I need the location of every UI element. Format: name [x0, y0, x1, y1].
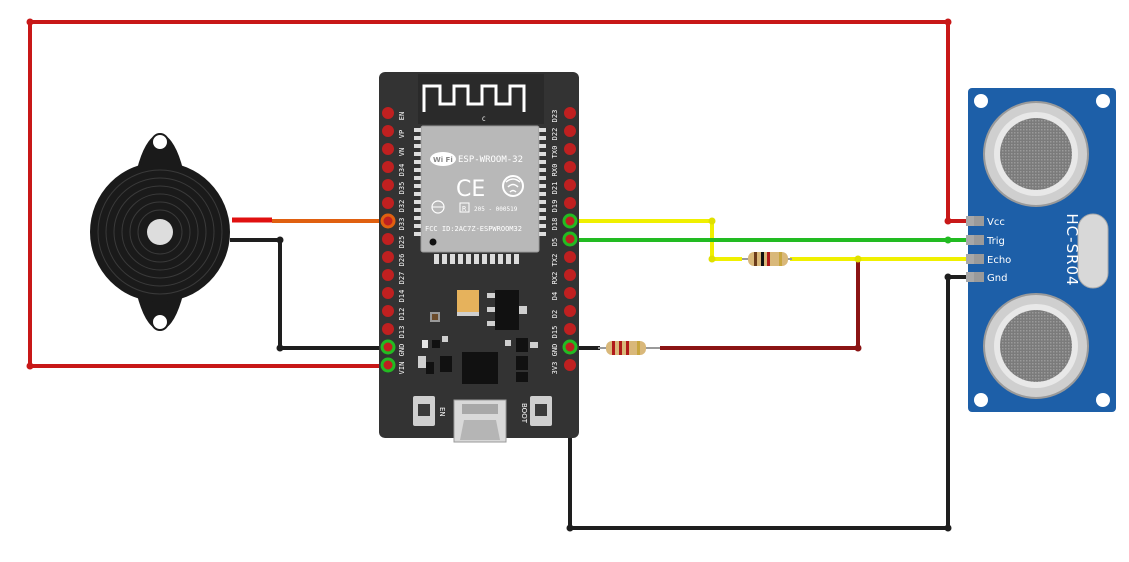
pin-label-vp: VP	[398, 130, 406, 138]
pin-label-d33: D33	[398, 218, 406, 231]
piezo-buzzer-icon[interactable]	[90, 133, 230, 331]
pin-label-d27: D27	[398, 272, 406, 285]
crystal-oscillator	[1077, 213, 1109, 289]
telec-icon	[431, 200, 445, 214]
resistor-icon[interactable]	[598, 341, 660, 355]
sensor-pin-vcc: Vcc	[987, 217, 1005, 228]
pin-label-d4: D4	[551, 292, 559, 300]
left-pin-header	[382, 107, 394, 371]
board-components	[418, 290, 544, 410]
pin-label-d25: D25	[398, 236, 406, 249]
pin-label-d14: D14	[398, 290, 406, 303]
wire-divider-link[interactable]	[660, 259, 860, 350]
esp32-devkit-board[interactable]: C Wi Fi ESP-WROOM-32 CE R 205 - 000519 F…	[379, 72, 579, 443]
wire-gnd-to-sensor-gnd[interactable]	[568, 275, 966, 530]
pin-label-d13: D13	[398, 326, 406, 339]
sensor-pin-pads	[966, 216, 984, 282]
pin-label-d21: D21	[551, 182, 559, 195]
sensor-pin-trig: Trig	[986, 236, 1005, 247]
pin-label-d23: D23	[551, 110, 559, 123]
connected-pins	[380, 213, 578, 373]
cert-code: 205 - 000519	[474, 206, 518, 213]
usb-uart-chip	[462, 352, 498, 384]
right-pin-header	[564, 107, 576, 371]
antenna-c-label: C	[482, 116, 486, 123]
pin-label-d32: D32	[398, 200, 406, 213]
sensor-model-label: HC-SR04	[1063, 213, 1081, 286]
pin-label-d18: D18	[551, 218, 559, 231]
pin-label-d34: D34	[398, 164, 406, 177]
pin-label-d26: D26	[398, 254, 406, 267]
pin-label-d12: D12	[398, 308, 406, 321]
pin-label-vin: VIN	[398, 362, 406, 375]
en-button-label: EN	[438, 407, 446, 417]
pin-label-gnd-right: GND	[551, 344, 559, 357]
wire-buzzer-gnd[interactable]	[230, 238, 388, 350]
pin-label-d22: D22	[551, 128, 559, 141]
buzzer-center	[147, 219, 173, 245]
pin-label-d35: D35	[398, 182, 406, 195]
pin-label-vn: VN	[398, 148, 406, 156]
en-button[interactable]: EN	[413, 396, 446, 426]
pin-label-d5: D5	[551, 238, 559, 246]
wire-end-markers	[945, 218, 951, 280]
transducer-top	[983, 101, 1089, 207]
right-pin-labels: D23 D22 TX0 RX0 D21 D19 D18 D5 TX2 RX2 D…	[551, 110, 559, 375]
cert-symbol-icon	[502, 175, 524, 197]
pin-label-tx2: TX2	[551, 254, 559, 267]
pin-label-rx2: RX2	[551, 272, 559, 285]
pin-label-en: EN	[398, 112, 406, 120]
wifi-badge-text: Wi Fi	[433, 156, 453, 164]
sensor-pin-gnd: Gnd	[987, 273, 1007, 284]
left-pin-labels: EN VP VN D34 D35 D32 D33 D25 D26 D27 D14…	[398, 112, 406, 375]
micro-usb-port-icon[interactable]	[453, 399, 507, 443]
boot-button-label: BOOT	[520, 403, 528, 424]
chip-label: ESP-WROOM-32	[458, 155, 523, 165]
sensor-pin-echo: Echo	[987, 255, 1011, 266]
pin-label-d2: D2	[551, 310, 559, 318]
wifi-icon: Wi Fi	[430, 152, 456, 166]
ce-mark: CE	[456, 177, 485, 202]
fcc-id-label: FCC ID:2AC7Z-ESPWROOM32	[425, 225, 522, 233]
pin-label-gnd-left: GND	[398, 344, 406, 357]
pin-label-3v3: 3V3	[551, 362, 559, 375]
pin-label-d15: D15	[551, 326, 559, 339]
cert-r-mark: R	[462, 205, 467, 213]
pin-label-tx0: TX0	[551, 146, 559, 159]
pin-label-rx0: RX0	[551, 164, 559, 177]
resistor-icon[interactable]	[742, 252, 792, 266]
pin-label-d19: D19	[551, 200, 559, 213]
transducer-bottom	[983, 293, 1089, 399]
antenna-icon: C	[418, 74, 544, 124]
module-bottom-pads	[434, 254, 519, 264]
hc-sr04-sensor[interactable]: HC-SR04 Vcc Trig Echo Gnd	[966, 88, 1116, 412]
module-side-pads	[414, 128, 546, 236]
boot-button[interactable]: BOOT	[520, 396, 552, 426]
